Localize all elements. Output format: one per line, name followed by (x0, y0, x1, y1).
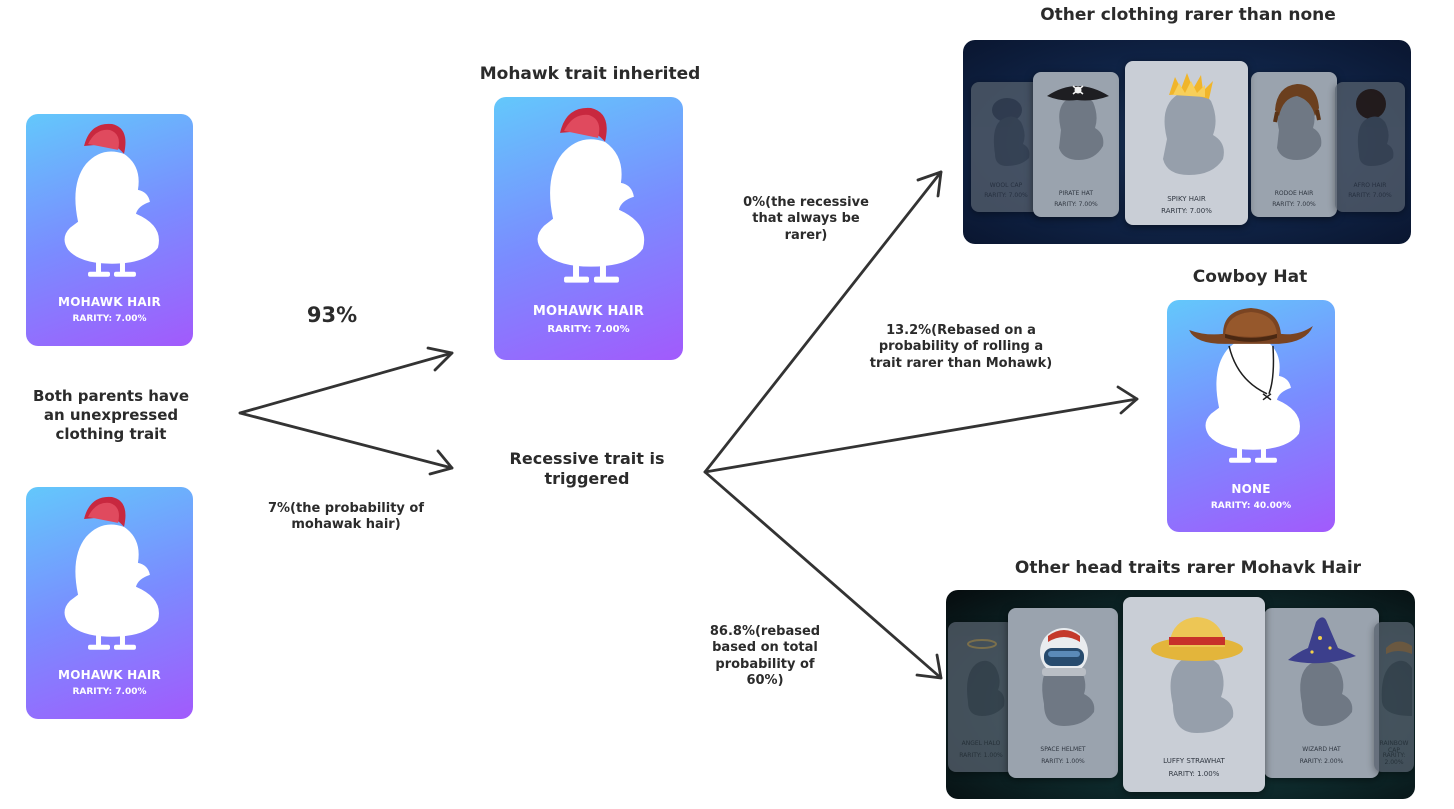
carousel-card: WOOL CAP RARITY: 7.00% (971, 82, 1041, 212)
carousel-card-name: ANGEL HALO (961, 740, 1001, 747)
card-trait-name: MOHAWK HAIR (58, 295, 161, 309)
arrow-to-rarer-clothing (703, 170, 943, 474)
card-rarity: RARITY: 7.00% (547, 324, 630, 335)
parent-card-2: MOHAWK HAIR RARITY: 7.00% (26, 487, 193, 719)
recessive-title: Recessive trait is triggered (509, 449, 665, 488)
cowboy-title: Cowboy Hat (1192, 267, 1308, 287)
carousel-card: RAINBOW CAP RARITY: 2.00% (1374, 622, 1414, 772)
carousel-card-name: PIRATE HAT (1058, 190, 1094, 197)
arrowhead-rarer-clothing (916, 170, 943, 198)
rarer-clothing-carousel: WOOL CAP RARITY: 7.00% PIRATE HAT RARITY… (963, 40, 1411, 244)
carousel-card: SPACE HELMET RARITY: 1.00% (1008, 608, 1118, 778)
rarer-clothing-title: Other clothing rarer than none (1040, 5, 1336, 25)
carousel-card-name: WIZARD HAT (1302, 746, 1341, 753)
rarer-head-title: Other head traits rarer Mohavk Hair (1014, 558, 1362, 578)
carousel-card-rarity: RARITY: 7.00% (984, 192, 1028, 199)
arrowhead-inherited (426, 346, 454, 372)
inherited-probability: 93% (306, 303, 358, 327)
card-rarity: RARITY: 7.00% (72, 314, 147, 324)
carousel-card-front: LUFFY STRAWHAT RARITY: 1.00% (1123, 597, 1265, 792)
duck-straw-hat-icon (1151, 617, 1243, 733)
carousel-card-rarity: RARITY: 1.00% (959, 752, 1003, 759)
duck-cowboy-hat-icon (1189, 307, 1313, 463)
arrow-to-rarer-head (703, 470, 943, 680)
card-trait-name: MOHAWK HAIR (532, 304, 645, 319)
carousel-card: ANGEL HALO RARITY: 1.00% (948, 622, 1014, 772)
cowboy-probability: 13.2%(Rebased on a probability of rollin… (869, 323, 1053, 371)
duck-space-helmet-icon (1040, 628, 1095, 726)
carousel-card-rarity: RARITY: 7.00% (1348, 192, 1392, 199)
arrow-to-inherited (238, 351, 454, 415)
arrowhead-cowboy (1116, 385, 1139, 415)
carousel-card-name: WOOL CAP (989, 182, 1023, 189)
carousel-card-rarity: RARITY: 7.00% (1161, 207, 1212, 215)
carousel-card-rarity: RARITY: 1.00% (1041, 758, 1085, 765)
parent-card-1: MOHAWK HAIR RARITY: 7.00% (26, 114, 193, 346)
arrowhead-recessive (428, 449, 454, 476)
carousel-card-rarity: RARITY: 7.00% (1272, 201, 1316, 208)
duck-dreadlock-hair-icon (1273, 84, 1322, 160)
card-trait-name: MOHAWK HAIR (58, 668, 161, 682)
carousel-card-front: SPIKY HAIR RARITY: 7.00% (1125, 61, 1248, 225)
card-rarity: RARITY: 7.00% (72, 687, 147, 697)
carousel-card-rarity: RARITY: 7.00% (1054, 201, 1098, 208)
rarer-head-probability: 86.8%(rebased based on total probability… (709, 624, 821, 688)
duck-rainbow-cap-icon (1381, 641, 1412, 716)
inherited-card: MOHAWK HAIR RARITY: 7.00% (494, 97, 683, 360)
carousel-card: WIZARD HAT RARITY: 2.00% (1264, 608, 1379, 778)
duck-mohawk-icon (64, 496, 159, 650)
carousel-card-name: RODOE HAIR (1274, 190, 1314, 197)
parents-caption: Both parents have an unexpressed clothin… (33, 387, 189, 443)
duck-mohawk-icon (537, 107, 645, 283)
card-trait-name: NONE (1231, 482, 1271, 496)
arrow-to-recessive (238, 411, 454, 470)
inherited-title: Mohawk trait inherited (479, 64, 701, 84)
carousel-card-name: RAINBOW CAP (1379, 740, 1409, 754)
carousel-card-name: SPIKY HAIR (1167, 195, 1206, 203)
recessive-probability: 7%(the probability of mohawak hair) (267, 501, 425, 533)
carousel-card-rarity: RARITY: 2.00% (1299, 758, 1344, 765)
carousel-card-name: SPACE HELMET (1040, 746, 1086, 753)
duck-spiky-hair-icon (1163, 73, 1224, 175)
duck-pirate-hat-icon (1047, 85, 1109, 160)
arrow-to-cowboy (703, 397, 1139, 474)
duck-wizard-hat-icon (1288, 617, 1356, 726)
carousel-card-name: LUFFY STRAWHAT (1163, 757, 1225, 765)
duck-afro-hair-icon (1356, 89, 1394, 166)
duck-wool-cap-icon (992, 98, 1030, 166)
carousel-card: AFRO HAIR RARITY: 7.00% (1335, 82, 1405, 212)
carousel-card-name: AFRO HAIR (1353, 182, 1387, 189)
carousel-card-rarity: RARITY: 2.00% (1382, 752, 1406, 766)
arrowhead-rarer-head (915, 653, 943, 680)
duck-mohawk-icon (64, 123, 159, 277)
rarer-head-carousel: ANGEL HALO RARITY: 1.00% SPACE HELMET RA… (946, 590, 1415, 799)
carousel-card: RODOE HAIR RARITY: 7.00% (1251, 72, 1337, 217)
cowboy-card: NONE RARITY: 40.00% (1167, 300, 1335, 532)
carousel-card: PIRATE HAT RARITY: 7.00% (1033, 72, 1119, 217)
carousel-card-rarity: RARITY: 1.00% (1168, 770, 1220, 778)
duck-angel-halo-icon (967, 639, 1005, 716)
rarer-clothing-probability: 0%(the recessive that always be rarer) (743, 195, 869, 243)
card-rarity: RARITY: 40.00% (1210, 501, 1292, 511)
